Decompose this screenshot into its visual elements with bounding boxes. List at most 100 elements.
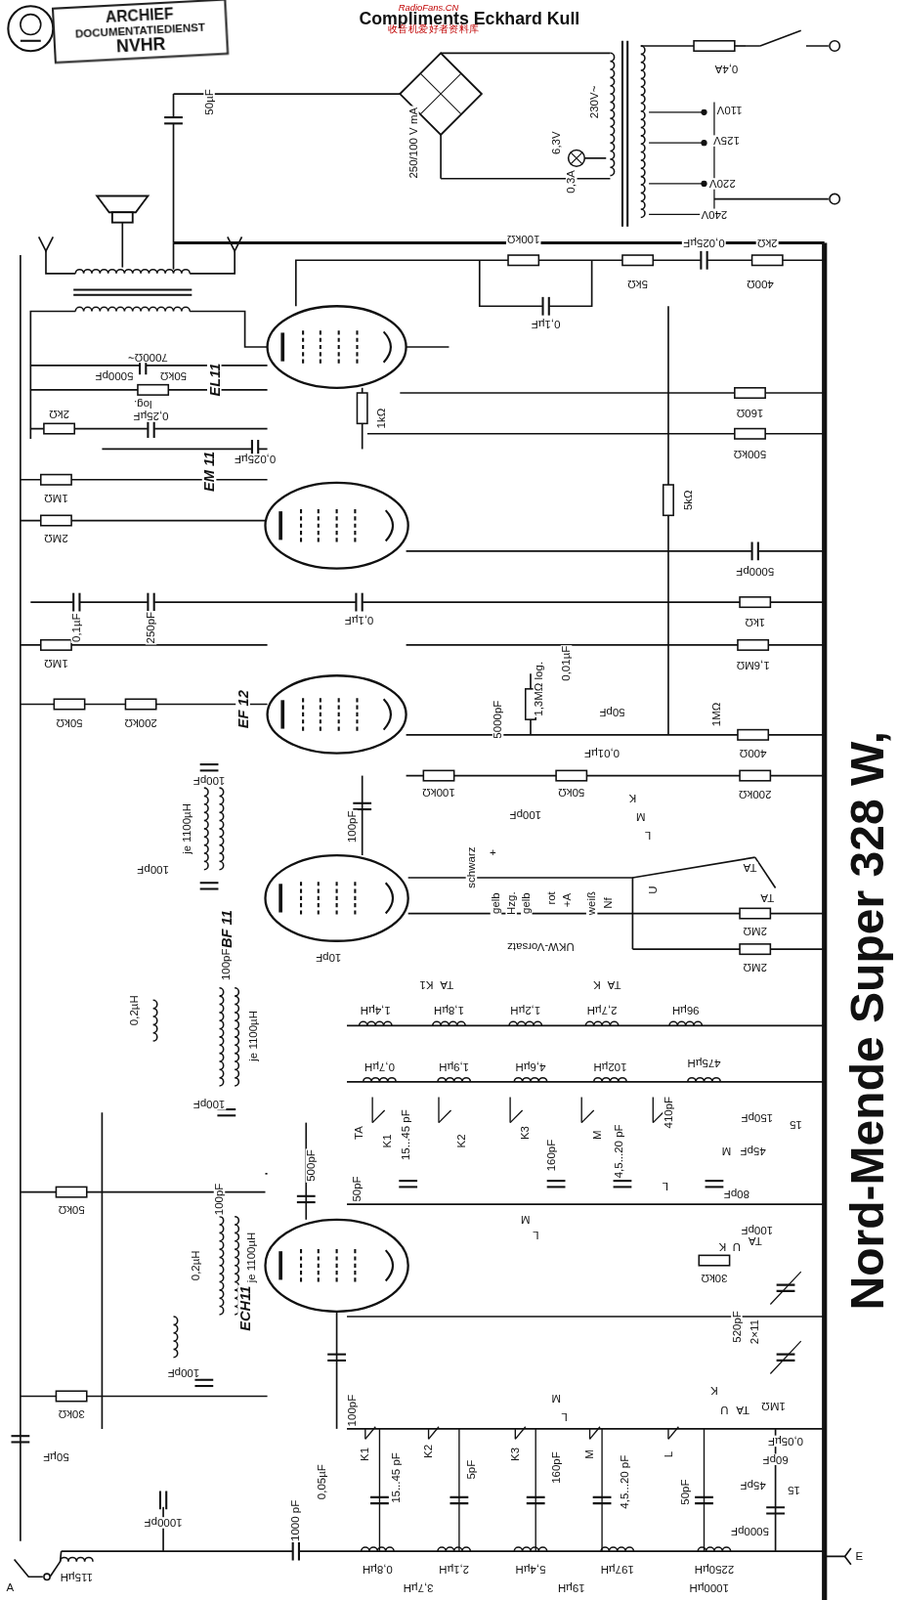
coil-symbol: [509, 1021, 542, 1026]
part-value: 400Ω: [745, 278, 775, 290]
coil-symbol: [234, 987, 239, 1086]
pilot-lamp: [568, 149, 586, 167]
part-value: 197µH: [599, 1563, 636, 1575]
tube-name: ECH11: [237, 1284, 253, 1332]
part-value: U: [647, 884, 659, 895]
part-value: TA: [606, 979, 623, 990]
part-value: 45pF: [738, 1145, 767, 1156]
stamp-logo: [7, 5, 53, 51]
part-value: 1MΩ: [42, 657, 70, 669]
wire: [641, 44, 694, 47]
wire: [621, 41, 624, 227]
junction-dot: [701, 140, 707, 146]
wire: [458, 1428, 460, 1551]
part-value: 50kΩ: [54, 717, 84, 728]
part-value: M: [584, 1448, 596, 1460]
capacitor-symbol: [10, 1434, 30, 1437]
part-value: 200kΩ: [737, 788, 773, 800]
wire: [371, 1097, 373, 1123]
resistor-symbol: [737, 729, 769, 740]
tube-grid: [301, 697, 304, 730]
part-value: gelb: [520, 891, 532, 915]
part-value: 0,4A: [714, 63, 740, 75]
wire: [648, 111, 704, 113]
tube-plate: [280, 332, 285, 361]
loudspeaker: [96, 195, 148, 213]
part-value: 475µH: [685, 1057, 722, 1069]
wire: [845, 1547, 852, 1565]
part-value: K1: [382, 1132, 393, 1149]
part-value: 45pF: [738, 1479, 767, 1491]
watermark: 收音机爱好者资料库: [386, 24, 481, 35]
part-value: 15...45 pF: [389, 1451, 401, 1504]
capacitor-symbol: [449, 1501, 469, 1504]
wire: [346, 1202, 825, 1205]
coil-symbol: [359, 1021, 392, 1026]
tube-envelope: [264, 482, 408, 569]
wire: [581, 1097, 583, 1123]
capacitor-symbol: [449, 1496, 469, 1499]
capacitor-symbol: [194, 1384, 214, 1387]
wire: [439, 134, 442, 179]
part-value: 15...45 pF: [400, 1108, 412, 1161]
resistor-symbol: [53, 698, 85, 709]
capacitor-symbol: [547, 1185, 566, 1188]
part-value: 2kΩ: [47, 408, 71, 420]
coil-symbol: [585, 1021, 618, 1026]
part-value: log.: [132, 398, 154, 410]
part-value: TA: [759, 892, 775, 903]
part-value: 1000pF: [143, 1516, 184, 1528]
capacitor-symbol: [370, 1501, 389, 1504]
part-value: 5000pF: [729, 1525, 771, 1537]
wire: [264, 1172, 267, 1175]
part-value: 0,025µF: [233, 453, 277, 465]
tube-name: EM 11: [202, 450, 217, 493]
wire: [172, 93, 175, 118]
resistor-symbol: [622, 255, 653, 265]
capacitor-symbol: [776, 1289, 796, 1292]
resistor-symbol: [734, 387, 766, 398]
part-value: 50kΩ: [159, 370, 188, 382]
tube-grid: [317, 881, 320, 914]
part-value: 0,01µF: [560, 644, 572, 683]
part-value: 1,6MΩ: [735, 659, 771, 671]
tube-grid: [353, 1248, 356, 1282]
part-value: +A: [561, 892, 573, 908]
part-value: weiß: [586, 890, 598, 916]
part-value: 50pF: [351, 1174, 363, 1202]
part-value: 520pF: [730, 1309, 742, 1344]
part-value: 400Ω: [738, 747, 769, 759]
part-value: 5000pF: [93, 370, 134, 382]
wire: [581, 1110, 595, 1123]
wire: [648, 142, 704, 144]
part-value: 150pF: [739, 1112, 774, 1123]
part-value: M: [519, 1213, 532, 1225]
part-value: 2250µH: [693, 1563, 736, 1575]
part-value: L: [559, 1411, 568, 1422]
tube-grid: [299, 1248, 302, 1282]
part-value: 19µH: [556, 1582, 587, 1593]
tube-grid: [355, 697, 358, 730]
part-value: 100pF: [135, 863, 171, 875]
capacitor-symbol: [298, 1541, 300, 1561]
wire: [406, 345, 450, 348]
wire: [437, 1097, 439, 1123]
part-value: 0,1µF: [530, 318, 562, 330]
part-value: 50µF: [203, 87, 215, 117]
coil-symbol: [594, 1077, 627, 1082]
capacitor-symbol: [694, 1501, 714, 1504]
wire: [632, 856, 755, 878]
resistor-symbol: [556, 770, 587, 780]
part-value: 0,1µF: [343, 614, 376, 626]
capacitor-symbol: [361, 593, 364, 612]
capacitor-symbol: [352, 802, 372, 805]
part-value: 100pF: [508, 809, 543, 820]
part-value: 50pF: [680, 1477, 691, 1505]
part-value: 50kΩ: [56, 1203, 86, 1215]
wire: [61, 1549, 825, 1552]
capacitor-symbol: [200, 881, 219, 884]
wire: [824, 1555, 846, 1558]
wire: [667, 305, 670, 735]
coil-symbol: [697, 1546, 730, 1551]
wire: [361, 423, 364, 449]
